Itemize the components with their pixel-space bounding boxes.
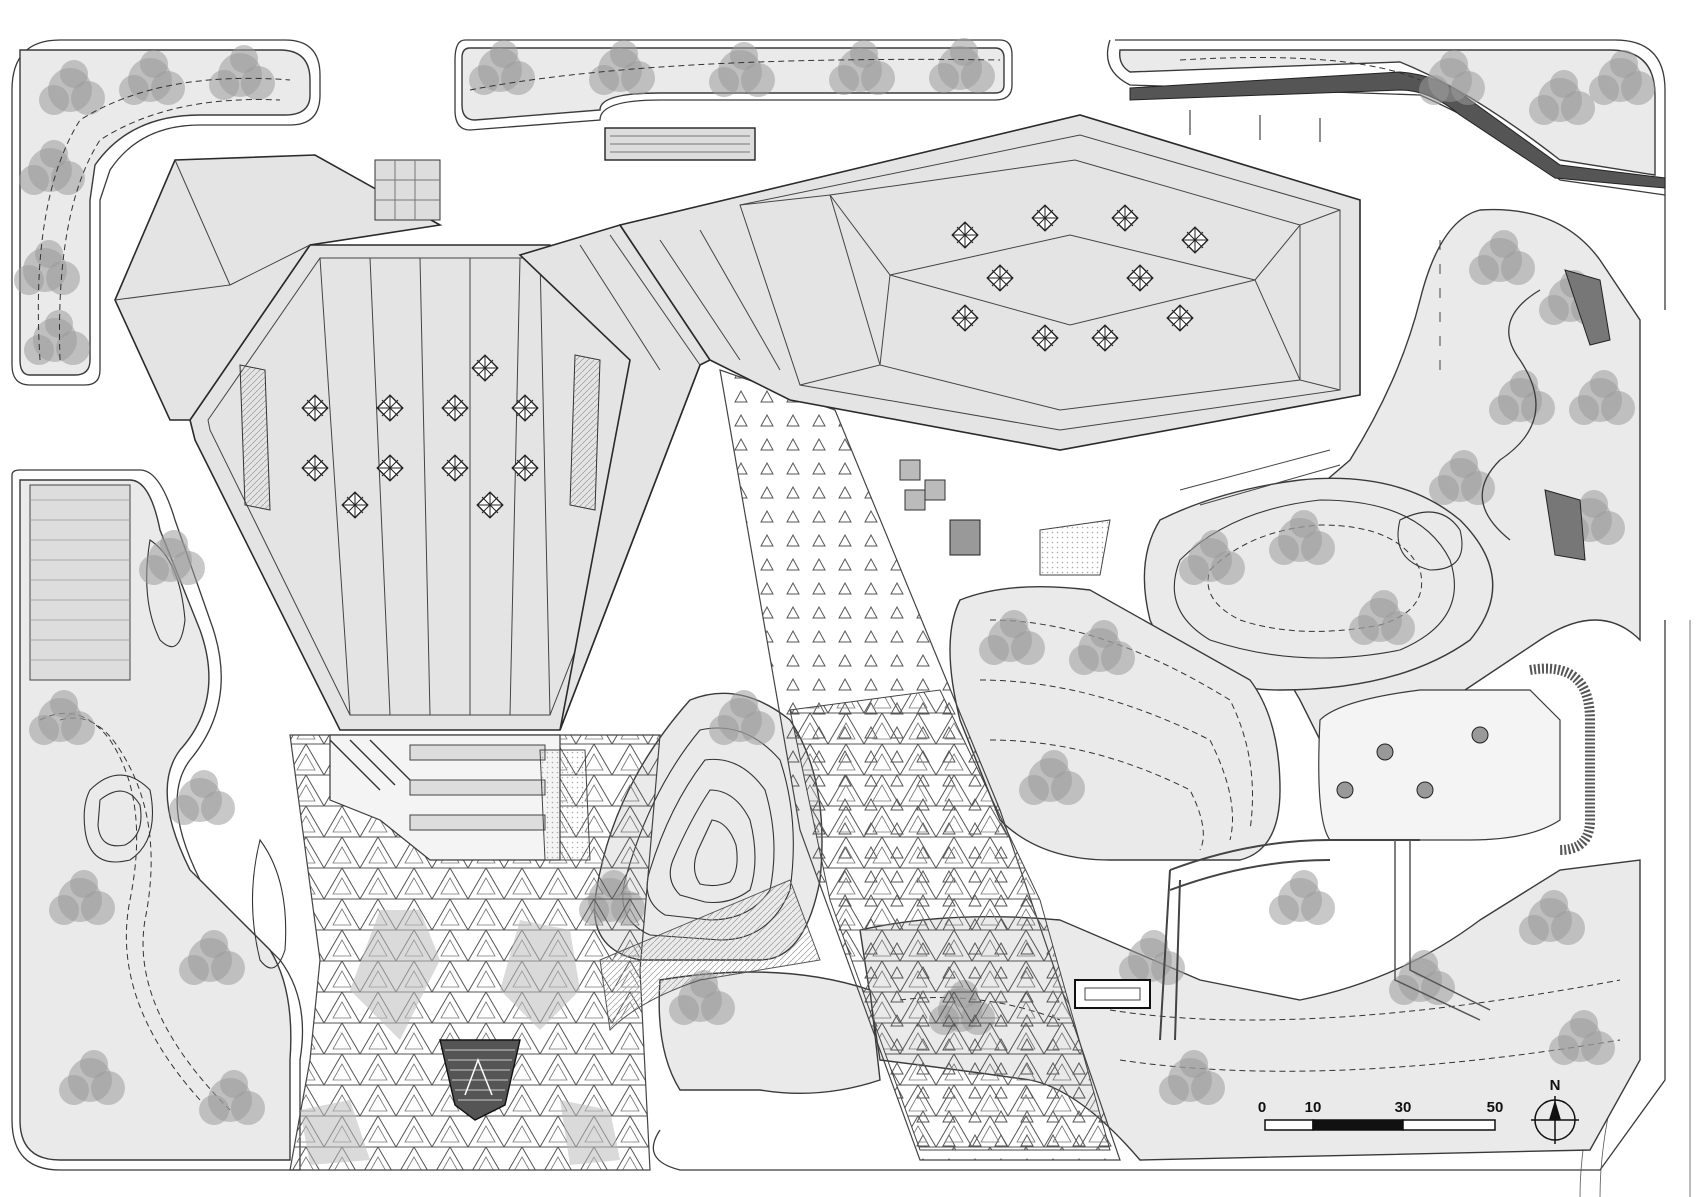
parking-stalls <box>1179 110 1441 506</box>
scale-label-10: 10 <box>1305 1099 1322 1116</box>
site-boundary <box>11 39 1691 1197</box>
scale-bar-segment-1 <box>1264 1119 1314 1131</box>
scale-bar-segment-3 <box>1402 1119 1496 1131</box>
stepped-feature <box>439 1039 521 1121</box>
north-arrow-label: N <box>1550 1077 1561 1094</box>
water-basin <box>1074 979 1151 1009</box>
scale-bar-segment-2 <box>1312 1119 1404 1131</box>
entrance-forecourt <box>329 734 591 861</box>
scale-bar: 0 10 30 50 <box>1258 1099 1504 1131</box>
scale-label-30: 30 <box>1395 1099 1412 1116</box>
vegetation-ne <box>1119 49 1656 176</box>
vegetation-mounds-east <box>1143 477 1494 691</box>
hatched-path <box>599 879 821 1032</box>
road-curb <box>1129 71 1666 189</box>
scale-label-50: 50 <box>1487 1099 1504 1116</box>
building-east-hall <box>618 114 1361 451</box>
east-plaza <box>1159 663 1595 1041</box>
scale-label-0: 0 <box>1258 1099 1266 1116</box>
north-arrow-icon <box>1531 1096 1579 1144</box>
building-northwest-wing <box>114 154 443 421</box>
triangle-grid-diagonal-walk <box>719 369 1121 1161</box>
vegetation-west <box>19 479 292 1161</box>
vegetation-north-strip <box>461 38 1005 121</box>
north-arrow: N <box>1531 1077 1579 1144</box>
service-kiosks <box>604 127 1111 576</box>
vegetation-nw <box>14 45 311 376</box>
